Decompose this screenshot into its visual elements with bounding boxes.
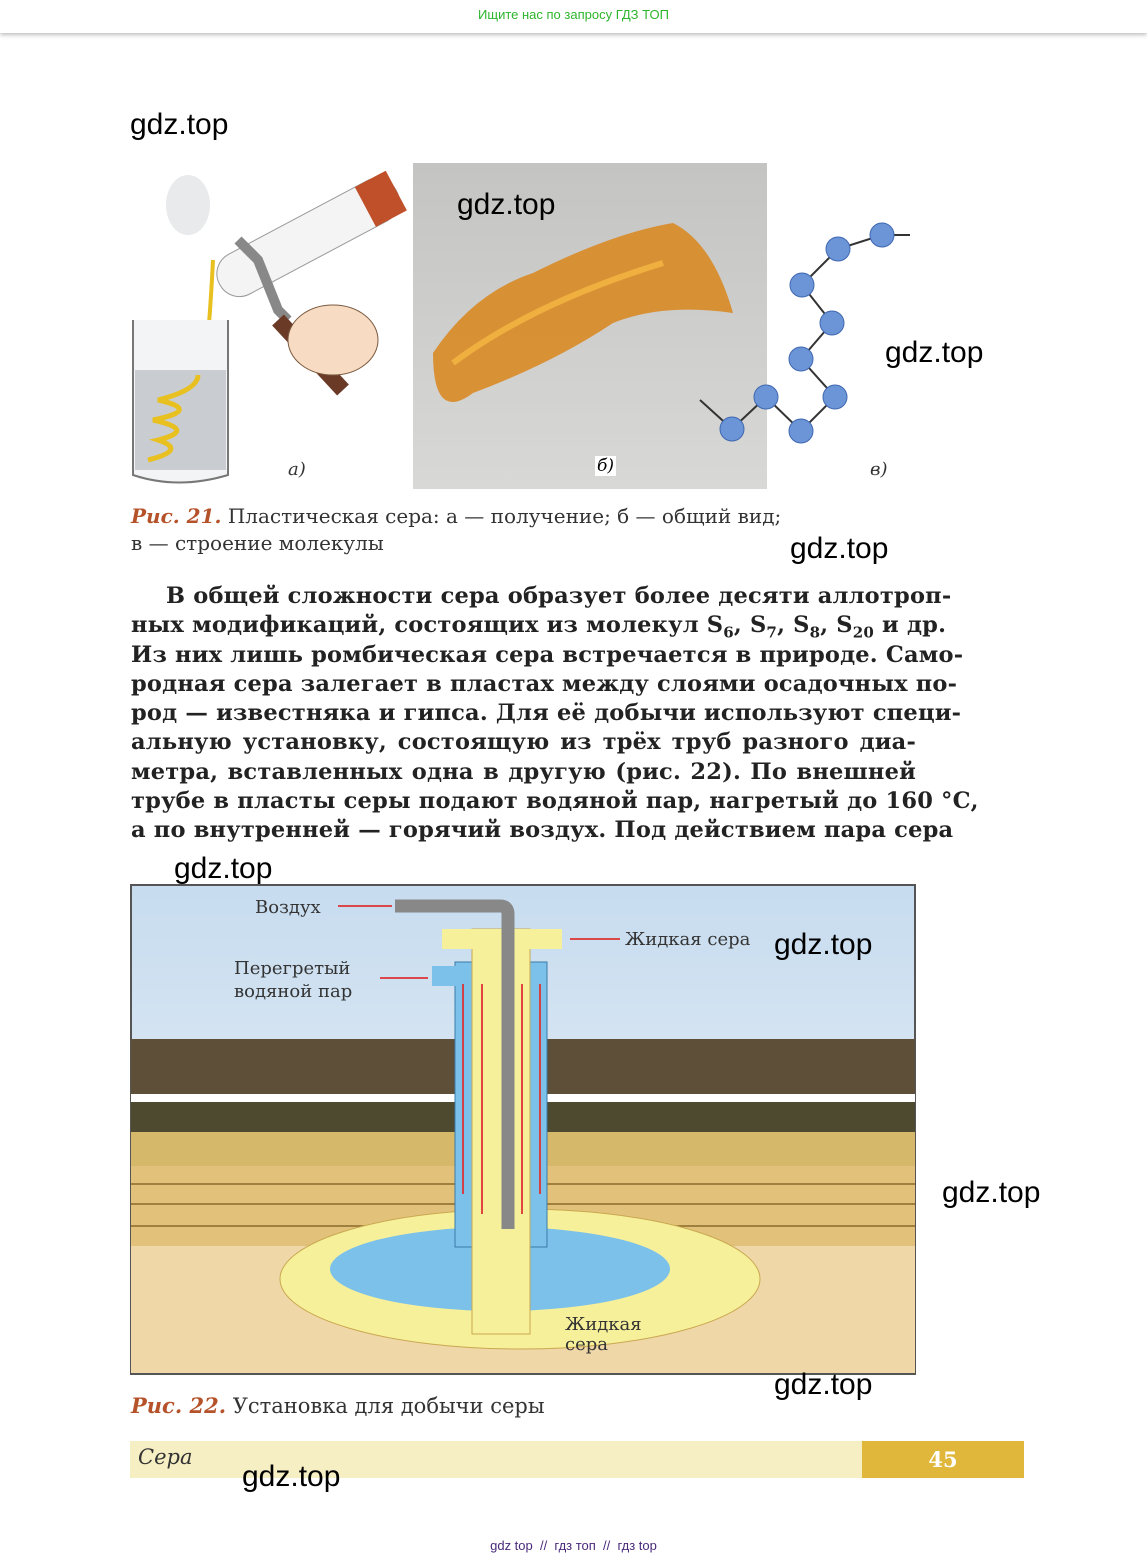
watermark: gdz.top [457,188,556,221]
top-banner: Ищите нас по запросу ГДЗ ТОП [0,0,1147,33]
para-line: родная сера залегает в пластах между сло… [131,670,958,697]
watermark: gdz.top [774,1368,873,1401]
caption-number: Рис. 22. [131,1393,227,1418]
para-line: Из них лишь ромбическая сера встречается… [131,641,964,668]
body-paragraph: В общей сложности сера образует более де… [131,582,979,846]
para-line: трубе в пласты серы подают водяной пар, … [131,788,979,815]
figure-21c-molecule-chain: в) [699,222,910,480]
watermark: gdz.top [774,928,873,961]
label-steam-2: водяной пар [234,981,352,1002]
watermark: gdz.top [174,852,273,885]
para-line: метра, вставленных одна в другую (рис. 2… [131,758,916,785]
label-steam-1: Перегретый [234,958,350,979]
watermark: gdz.top [885,336,984,369]
label-liquid-sulfur-1: Жидкая [565,1314,642,1335]
para-line: альную установку, состоящую из трёх труб… [131,729,916,756]
figure-21-caption: Рис. 21. Пластическая сера: а — получени… [131,503,781,557]
watermark: gdz.top [242,1460,341,1493]
page-number: 45 [862,1441,1024,1478]
banner-text: Ищите нас по запросу ГДЗ ТОП [478,7,669,22]
figure-21a-beaker: а) [132,170,407,484]
figure-21b-photo: б) [413,163,767,489]
label-a: а) [288,459,306,480]
page-footer: Сера 45 [130,1441,1024,1478]
para-line: ных модификаций, состоящих из молекул S6… [131,612,947,642]
watermark: gdz.top [130,108,229,141]
label-liquid-sulfur-2: сера [565,1334,608,1355]
caption-text: Пластическая сера: а — получение; б — об… [221,504,782,528]
para-line: а по внутренней — горячий воздух. Под де… [131,817,954,844]
caption-text-2: в — строение молекулы [131,531,384,555]
caption-number: Рис. 21. [131,504,222,528]
para-line: В общей сложности сера образует более де… [166,583,952,609]
para-line: род — известняка и гипса. Для её добычи … [131,700,962,727]
label-air: Воздух [255,897,321,918]
caption-text: Установка для добычи серы [226,1394,545,1418]
label-liquid-sulfur-top: Жидкая сера [625,929,751,950]
bottom-links[interactable]: gdz top // гдз топ // гдз top [0,1538,1147,1553]
bottom-links-text[interactable]: gdz top // гдз топ // гдз top [490,1538,657,1553]
watermark: gdz.top [942,1176,1041,1209]
section-title: Сера [138,1445,193,1469]
figure-22-caption: Рис. 22. Установка для добычи серы [131,1392,545,1420]
label-c: в) [870,459,888,480]
label-b: б) [595,456,617,476]
watermark: gdz.top [790,532,889,565]
figure-22-sulfur-mining-diagram: Воздух Жидкая сера Перегретый водяной па… [130,884,916,1375]
